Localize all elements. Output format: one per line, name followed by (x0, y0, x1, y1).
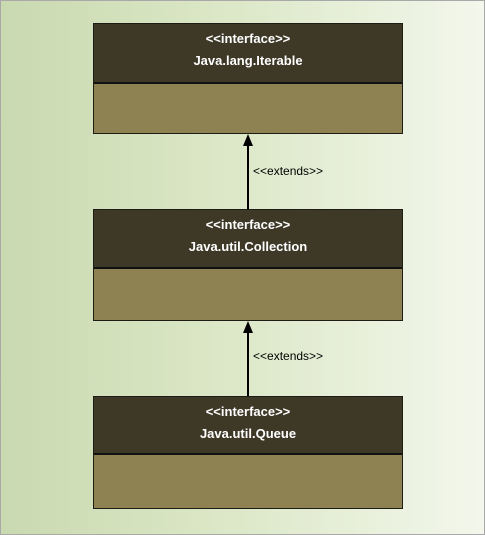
stereotype-label: <<interface>> (205, 404, 291, 419)
extends-arrow-collection-to-iterable (243, 134, 253, 209)
interface-name: Java.util.Collection (188, 239, 308, 254)
interface-body (94, 269, 402, 320)
interface-header: <<interface>> Java.util.Collection (94, 210, 402, 269)
interface-box-collection: <<interface>> Java.util.Collection (93, 209, 403, 321)
extends-label: <<extends>> (253, 164, 324, 178)
extends-arrow-queue-to-collection (243, 321, 253, 396)
interface-box-queue: <<interface>> Java.util.Queue (93, 396, 403, 509)
interface-body (94, 455, 402, 508)
interface-header: <<interface>> Java.lang.Iterable (94, 24, 402, 84)
stereotype-label: <<interface>> (205, 217, 291, 232)
interface-header: <<interface>> Java.util.Queue (94, 397, 402, 455)
interface-name: Java.util.Queue (199, 426, 297, 441)
interface-body (94, 84, 402, 133)
interface-name: Java.lang.Iterable (193, 53, 303, 68)
interface-box-iterable: <<interface>> Java.lang.Iterable (93, 23, 403, 134)
stereotype-label: <<interface>> (205, 31, 291, 46)
extends-label: <<extends>> (253, 349, 324, 363)
